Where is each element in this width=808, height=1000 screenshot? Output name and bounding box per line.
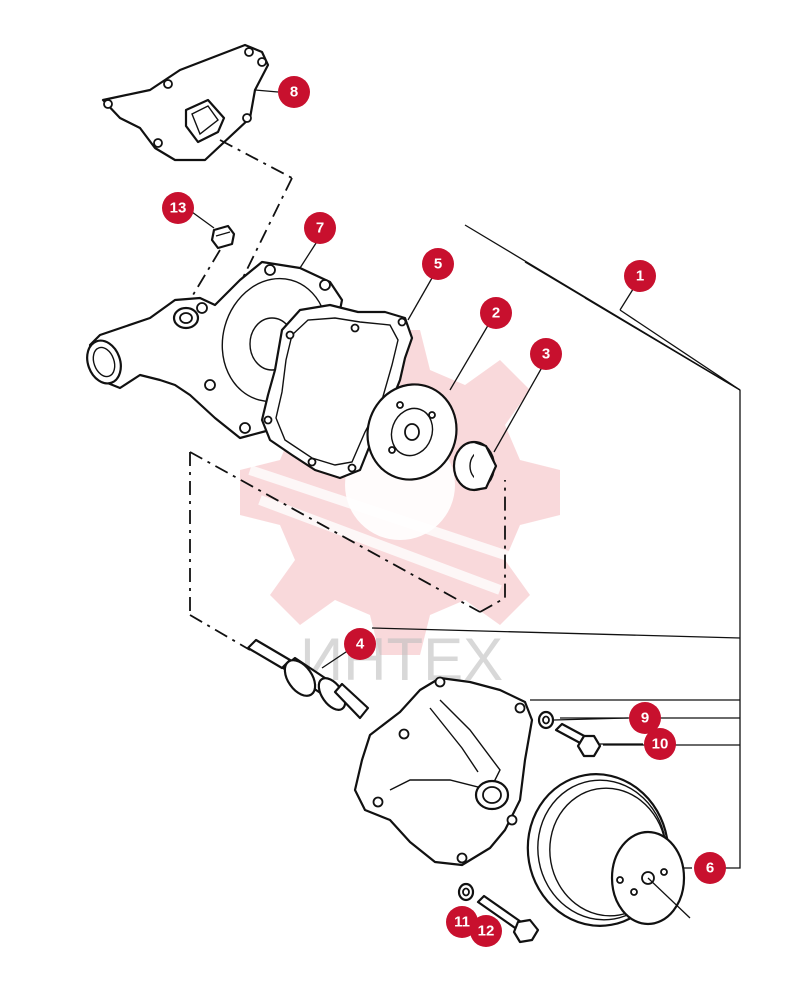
- svg-text:6: 6: [706, 860, 714, 877]
- svg-text:8: 8: [290, 84, 298, 101]
- callout-11: 11: [446, 906, 478, 938]
- cover-plate-part: [101, 43, 270, 162]
- plug-part: [210, 224, 236, 250]
- callout-6: 6: [694, 852, 726, 884]
- svg-text:3: 3: [542, 346, 550, 363]
- callout-9: 9: [629, 702, 661, 734]
- shaft-bearing-part: [246, 638, 370, 720]
- svg-text:5: 5: [434, 256, 442, 273]
- callout-2: 2: [480, 297, 512, 329]
- svg-text:9: 9: [641, 710, 649, 727]
- assembly-bracket-lines: [371, 224, 741, 869]
- callout-10: 10: [644, 728, 676, 760]
- svg-text:1: 1: [636, 268, 644, 285]
- pulley-part: [526, 773, 691, 927]
- svg-text:13: 13: [170, 200, 187, 217]
- seal-part: [452, 440, 498, 492]
- callout-7: 7: [304, 212, 336, 244]
- shaft-path-dashed-frame: [189, 451, 506, 651]
- callout-1: 1: [624, 260, 656, 292]
- callout-13: 13: [162, 192, 194, 224]
- callout-8: 8: [278, 76, 310, 108]
- washer-11-part: [457, 882, 475, 902]
- pump-body-part: [353, 676, 534, 867]
- callout-4: 4: [344, 628, 376, 660]
- impeller-part: [366, 383, 458, 481]
- svg-text:10: 10: [652, 736, 669, 753]
- svg-text:4: 4: [356, 636, 365, 653]
- washer-9-part: [537, 710, 555, 730]
- callout-12: 12: [470, 915, 502, 947]
- svg-text:12: 12: [478, 923, 495, 940]
- bolt-10-part: [554, 722, 602, 758]
- callout-3: 3: [530, 338, 562, 370]
- svg-text:7: 7: [316, 220, 324, 237]
- callout-5: 5: [422, 248, 454, 280]
- svg-text:11: 11: [454, 914, 470, 931]
- svg-text:2: 2: [492, 305, 500, 322]
- bolt-12-part: [476, 894, 540, 944]
